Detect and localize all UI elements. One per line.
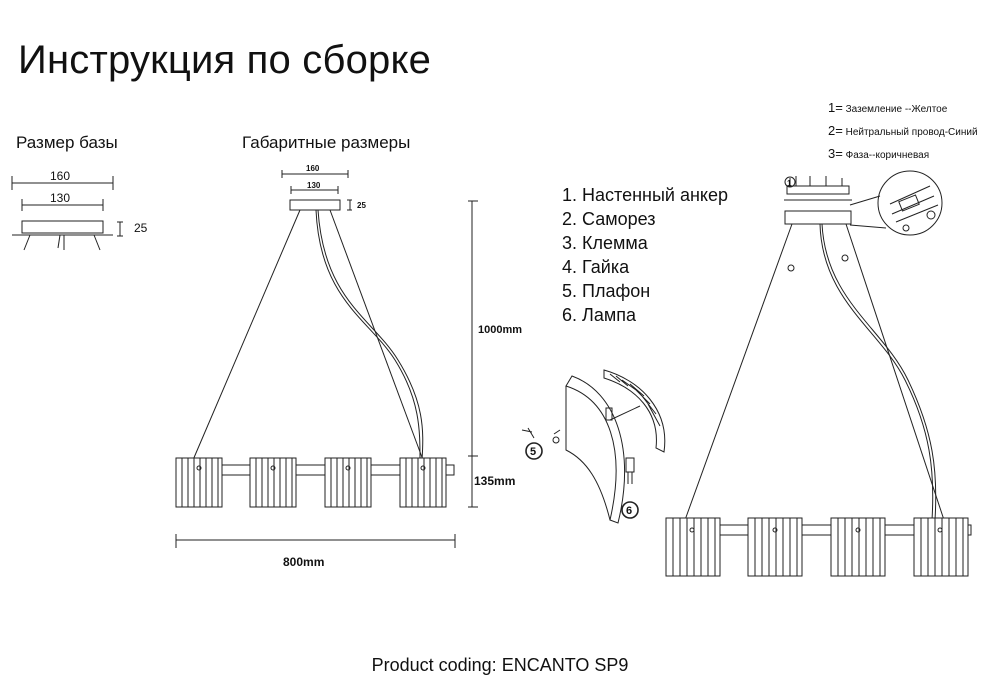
callout-5-circle	[525, 442, 543, 460]
wiring-legend: 1= Заземление --Желтое 2= Нейтральный пр…	[828, 97, 978, 166]
canopy	[289, 199, 341, 211]
right-power-cord	[819, 223, 934, 521]
wiring-num: 1=	[828, 100, 843, 115]
wall-anchor	[786, 185, 850, 195]
base-outer-width-label: 160	[50, 169, 70, 183]
callout-6-label: 6	[626, 505, 632, 517]
wiring-label: Фаза--коричневая	[845, 150, 930, 161]
right-cable-left	[684, 223, 793, 521]
part-item-anchor: 1. Настенный анкер	[562, 185, 728, 205]
overall-dims-heading: Габаритные размеры	[242, 133, 411, 152]
shade-2	[249, 457, 297, 508]
total-width-label: 800mm	[283, 555, 324, 569]
shade-3	[324, 457, 372, 508]
base-plate	[21, 220, 104, 234]
wiring-item-ground: 1= Заземление --Желтое	[828, 97, 978, 120]
lamp-bulb	[625, 457, 635, 473]
shade-glass	[565, 375, 625, 524]
part-item-lamp: 6. Лампа	[562, 305, 636, 325]
right-cable-right	[845, 223, 945, 521]
right-shade-3	[830, 517, 886, 577]
part-item-terminal: 3. Клемма	[562, 233, 648, 253]
part-item-shade: 5. Плафон	[562, 281, 651, 301]
base-size-heading: Размер базы	[16, 133, 118, 152]
product-coding: Product coding: ENCANTO SP9	[371, 655, 629, 675]
assembly-right: 1	[665, 170, 972, 577]
canopy-right	[784, 210, 852, 225]
terminal-zoom-circle	[877, 170, 943, 236]
cable-right	[329, 209, 424, 461]
canopy-outer-width-label: 160	[306, 164, 320, 173]
shade-1	[175, 457, 223, 508]
parts-list: 1. Настенный анкер 2. Саморез 3. Клемма …	[562, 183, 728, 327]
shade-4	[399, 457, 447, 508]
base-inner-width-label: 130	[50, 191, 70, 205]
base-height-label: 25	[134, 221, 148, 235]
lamp-holder	[603, 369, 666, 453]
wiring-num: 2=	[828, 123, 843, 138]
cable-left	[192, 209, 301, 461]
drop-length-label: 1000mm	[478, 324, 522, 336]
right-shade-1	[665, 517, 721, 577]
page-title: Инструкция по сборке	[18, 38, 432, 82]
base-size-drawing: 160 130 25	[11, 169, 148, 251]
part-item-screw: 2. Саморез	[562, 209, 656, 229]
right-shade-2	[747, 517, 803, 577]
shade-detail: 5 6	[521, 369, 666, 524]
wiring-num: 3=	[828, 146, 843, 161]
overall-dims-drawing: 160 130 25	[175, 164, 522, 569]
shade-height-label: 135mm	[474, 474, 515, 488]
wiring-item-phase: 3= Фаза--коричневая	[828, 143, 978, 166]
wiring-item-neutral: 2= Нейтральный провод-Синий	[828, 120, 978, 143]
callout-5-label: 5	[530, 446, 536, 458]
wiring-label: Нейтральный провод-Синий	[845, 127, 978, 138]
canopy-inner-width-label: 130	[307, 181, 321, 190]
part-item-nut: 4. Гайка	[562, 257, 630, 277]
callout-6-circle	[621, 501, 639, 519]
wiring-label: Заземление --Желтое	[845, 104, 948, 115]
right-shade-4	[913, 517, 969, 577]
power-cord	[315, 209, 421, 461]
callout-1-label: 1	[787, 179, 792, 188]
screw	[552, 436, 560, 444]
canopy-height-label: 25	[357, 201, 366, 210]
